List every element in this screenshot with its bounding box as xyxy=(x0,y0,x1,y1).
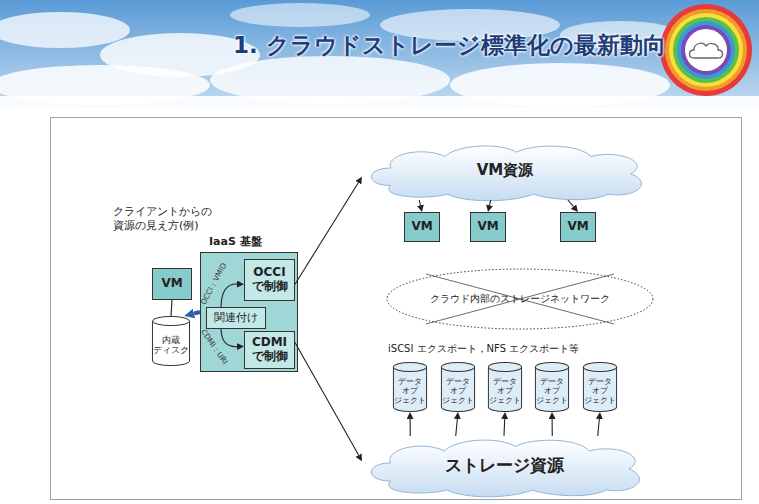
cloud-path xyxy=(371,440,639,497)
data-cylinder: データ オブ ジェクト xyxy=(441,362,475,412)
cylinder-body xyxy=(583,367,616,412)
node-text: データ オブ ジェクト xyxy=(441,377,475,405)
cross-line xyxy=(426,274,614,324)
connector-arrow xyxy=(171,300,172,316)
network-ellipse: クラウド内部のストレージネットワーク xyxy=(386,268,654,330)
connector-arrow xyxy=(568,200,574,207)
process-box: OCCI で制御 xyxy=(244,259,295,301)
node-text: VM資源 xyxy=(477,162,534,179)
cylinder-body xyxy=(488,367,521,412)
node-text: 関連付け xyxy=(214,312,258,325)
connector-arrow xyxy=(295,342,359,455)
connector-arrow xyxy=(598,419,600,436)
data-cylinder: データ オブ ジェクト xyxy=(488,362,522,412)
node-text: VM xyxy=(567,220,588,234)
node-text: データ オブ ジェクト xyxy=(583,377,617,405)
cylinder-top xyxy=(441,362,474,371)
node-text: VM xyxy=(161,277,182,291)
connector-arrow xyxy=(419,200,420,205)
data-cylinder: データ オブ ジェクト xyxy=(583,362,617,412)
vm-box: VM xyxy=(560,212,596,242)
node-text: 内蔵 ディスク xyxy=(152,336,190,356)
connector-arrow xyxy=(552,419,553,436)
cylinder-body xyxy=(393,367,426,412)
cross-line xyxy=(426,274,614,324)
vm-box: VM xyxy=(152,268,192,300)
cylinder-top xyxy=(393,362,426,371)
process-box: CDMI で制御 xyxy=(244,331,295,369)
rainbow-icon xyxy=(660,4,752,96)
process-box: 関連付け xyxy=(206,307,266,329)
cylinder-top xyxy=(152,316,189,325)
dotted-ellipse xyxy=(387,269,653,329)
disk-cylinder: 内蔵 ディスク xyxy=(152,316,190,366)
connector-arrow xyxy=(410,419,411,436)
cylinder-body xyxy=(441,367,474,412)
cylinder-body xyxy=(535,367,568,412)
connector-arrow xyxy=(295,183,358,284)
cloud-shape: ストレージ資源 xyxy=(362,436,646,496)
cloud-shape: VM資源 xyxy=(362,142,648,200)
node-text: ストレージ資源 xyxy=(445,456,564,476)
sky-clouds xyxy=(0,3,759,108)
node-text: OCCI で制御 xyxy=(245,266,294,294)
cloud-path xyxy=(371,146,641,201)
cylinder-top xyxy=(535,362,568,371)
vm-box: VM xyxy=(470,212,506,242)
connector-arrow xyxy=(456,419,458,436)
node-text: CDMI で制御 xyxy=(245,336,294,364)
cylinder-top xyxy=(488,362,521,371)
node-text: VM xyxy=(411,220,432,234)
cylinder-body xyxy=(152,321,189,366)
cylinder-top xyxy=(583,362,616,371)
vm-box: VM xyxy=(404,212,440,242)
figure-frame xyxy=(51,118,742,500)
page-title: 1. クラウドストレージ標準化の最新動向 xyxy=(233,30,666,61)
node-text: データ オブ ジェクト xyxy=(535,377,569,405)
note-label: クライアントからの 資源の見え方(例) xyxy=(113,205,231,233)
node-text: データ オブ ジェクト xyxy=(488,377,522,405)
note-label: iSCSI エクスポート，NFS エクスポート等 xyxy=(388,343,650,356)
node-text: クラウド内部のストレージネットワーク xyxy=(430,293,610,305)
connector-arrow xyxy=(503,419,505,436)
node-text: データ オブ ジェクト xyxy=(393,377,427,405)
node-text: VM xyxy=(477,220,498,234)
box-heading: IaaS 基盤 xyxy=(209,236,262,249)
data-cylinder: データ オブ ジェクト xyxy=(393,362,427,412)
data-cylinder: データ オブ ジェクト xyxy=(535,362,569,412)
